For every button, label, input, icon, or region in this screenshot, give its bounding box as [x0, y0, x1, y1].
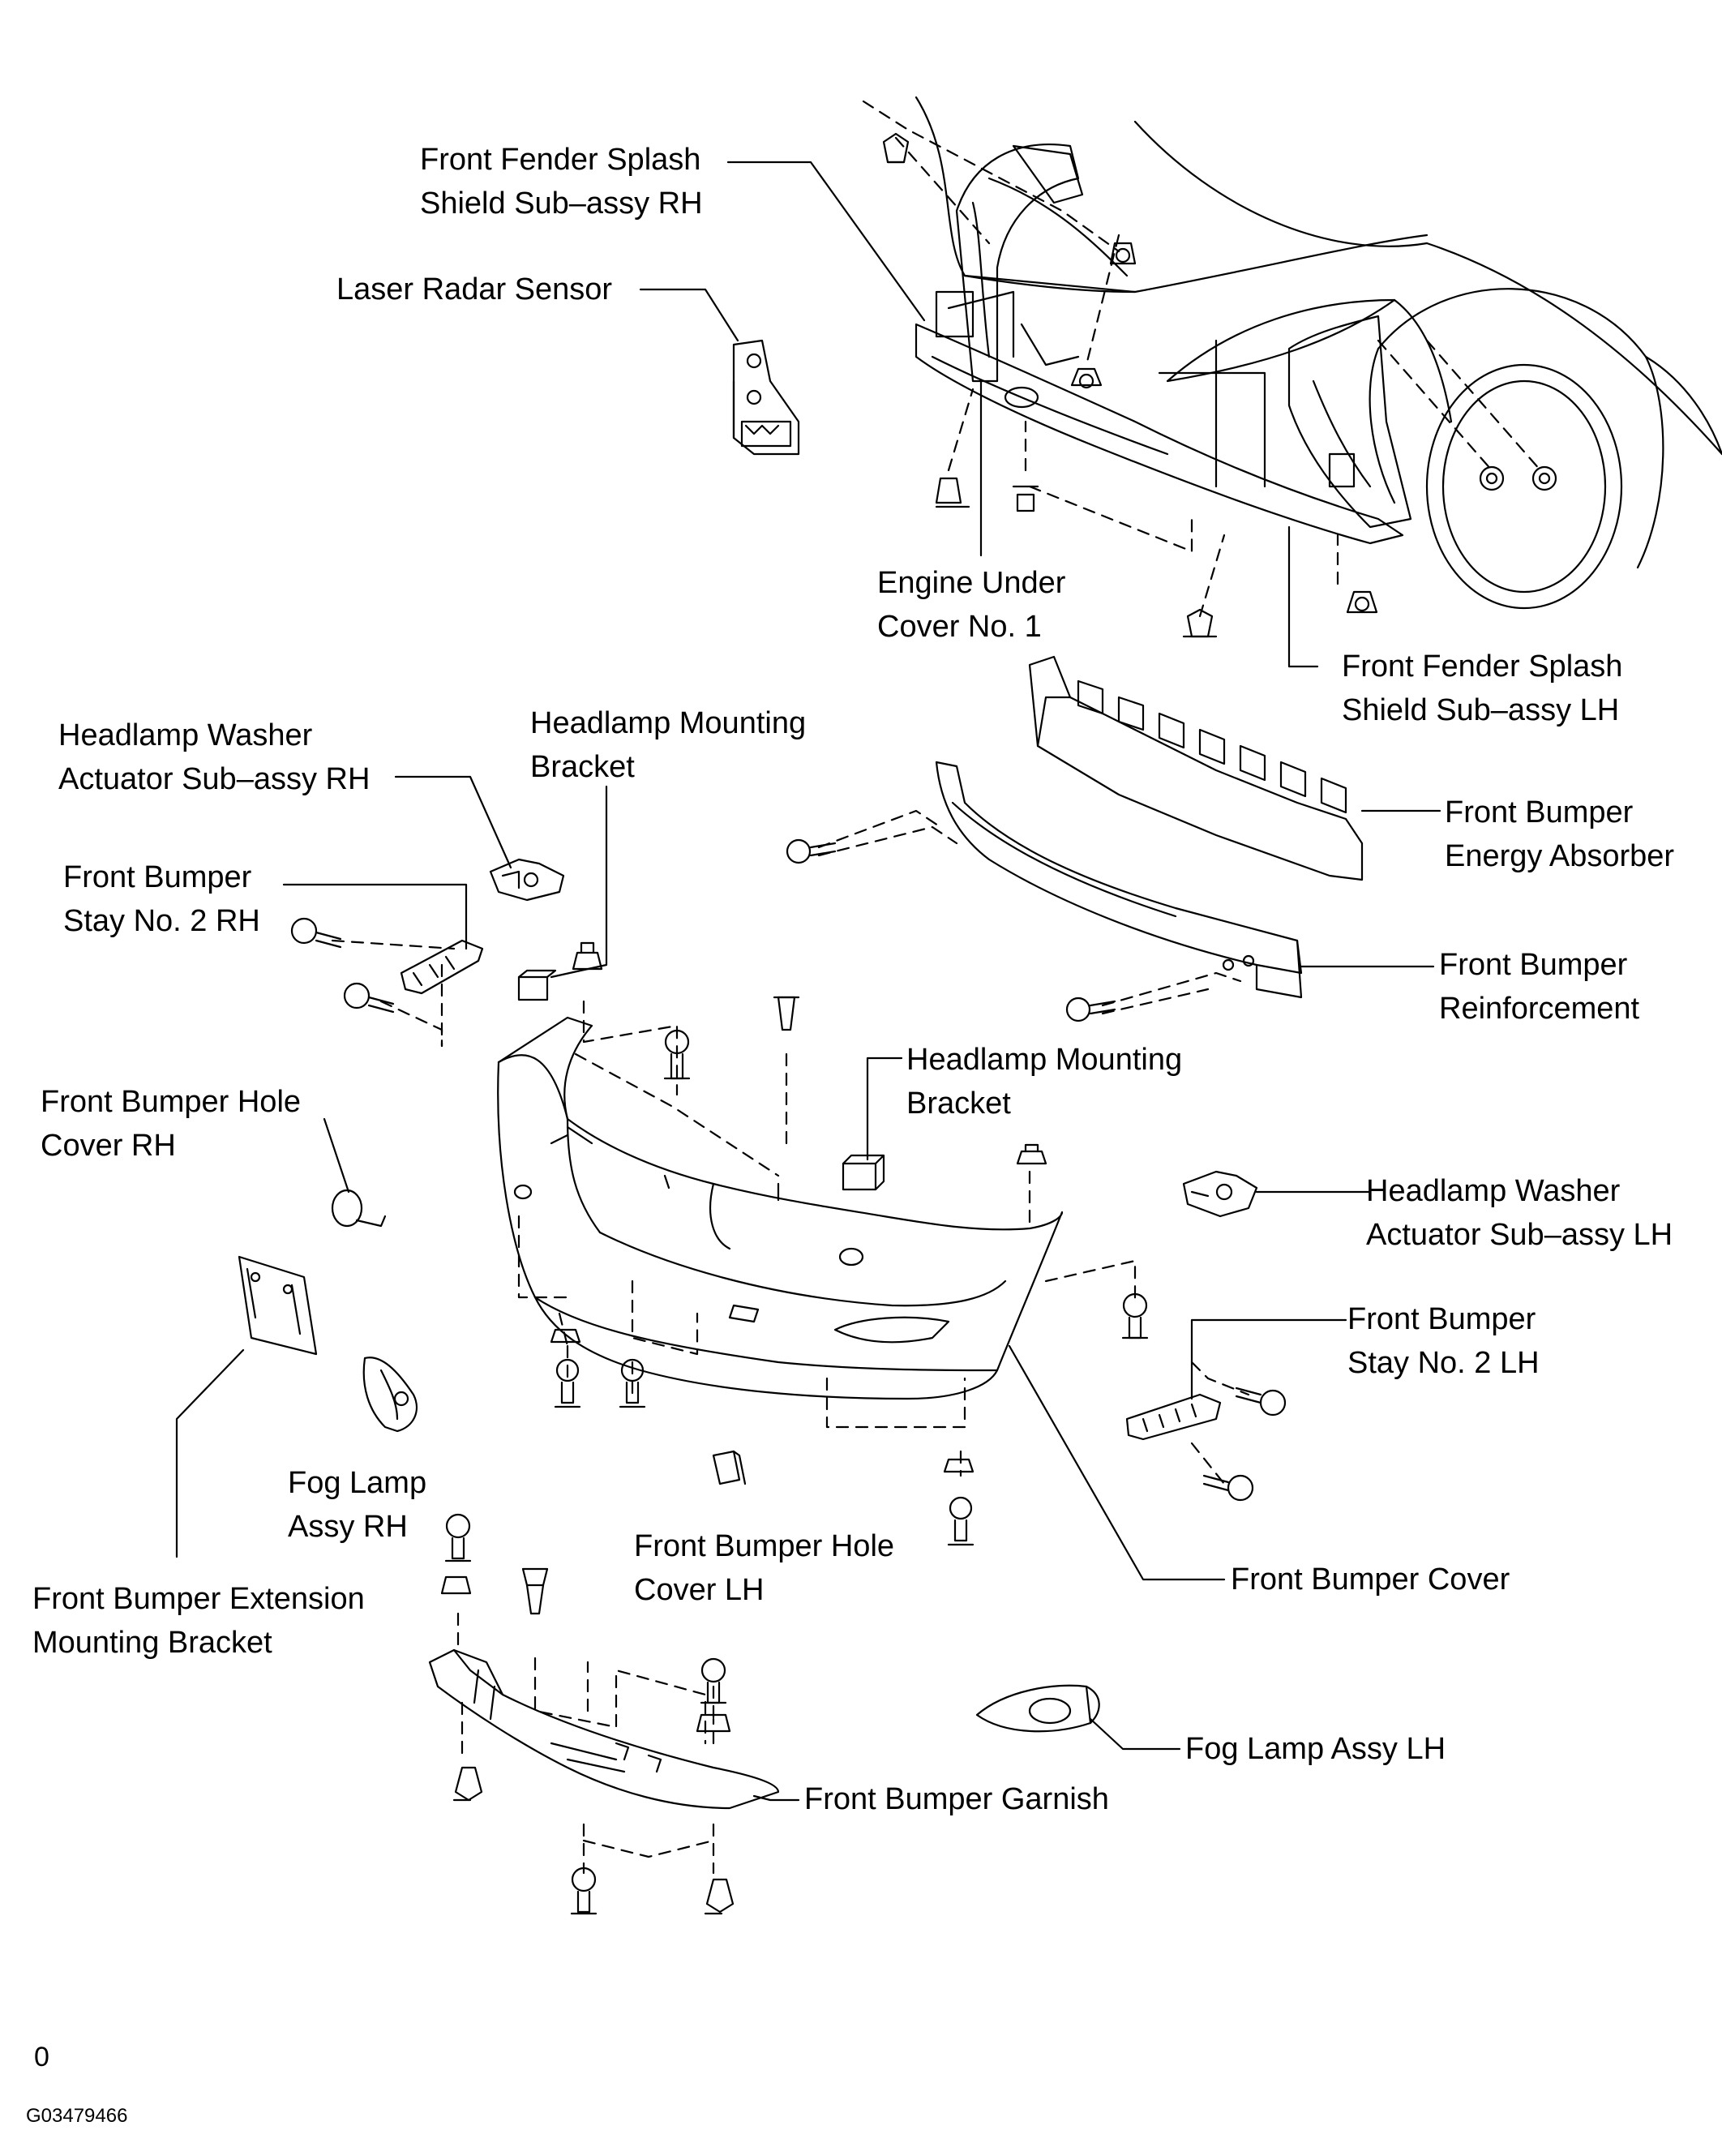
stay-lh-dashed-lines — [1192, 1362, 1249, 1484]
label-front-fender-splash-shield-rh: Front Fender Splash Shield Sub–assy RH — [420, 143, 703, 221]
reinforcement-bolts — [787, 840, 1115, 1021]
fog-lamp-assy-lh-shape — [977, 1686, 1099, 1731]
engine-under-cover-no1-shape — [916, 324, 1403, 543]
label-laser-radar-sensor: Laser Radar Sensor — [336, 272, 613, 306]
label-front-bumper-stay-no2-rh: Front Bumper Stay No. 2 RH — [63, 860, 260, 938]
front-bumper-cover-shape — [498, 1018, 1062, 1399]
front-bumper-energy-absorber-shape — [1030, 657, 1362, 880]
label-front-bumper-hole-cover-lh: Front Bumper Hole Cover LH — [634, 1529, 895, 1607]
stay-lh-bolts — [1204, 1388, 1285, 1500]
headlamp-washer-actuator-rh-shape — [490, 859, 563, 900]
front-fender-splash-shield-lh-shape — [1289, 316, 1411, 527]
stay-rh-dashed-lines — [332, 941, 454, 1046]
label-fog-lamp-assy-rh: Fog Lamp Assy RH — [288, 1466, 427, 1544]
label-front-bumper-cover: Front Bumper Cover — [1231, 1562, 1510, 1597]
front-bumper-stay-no2-lh-shape — [1127, 1395, 1220, 1439]
label-front-bumper-garnish: Front Bumper Garnish — [804, 1782, 1109, 1816]
top-assembly-dashed-lines — [863, 101, 1540, 616]
label-front-bumper-reinforcement: Front Bumper Reinforcement — [1439, 948, 1640, 1026]
front-bumper-hole-cover-rh-shape — [332, 1190, 385, 1226]
footer-mark: 0 — [34, 2042, 49, 2072]
label-headlamp-mounting-bracket-mid: Headlamp Mounting Bracket — [906, 1043, 1183, 1121]
label-front-bumper-energy-absorber: Front Bumper Energy Absorber — [1445, 795, 1675, 873]
laser-radar-sensor-shape — [734, 341, 799, 454]
figure-code: G03479466 — [26, 2105, 128, 2127]
headlamp-washer-actuator-lh-shape — [1184, 1172, 1257, 1216]
front-bumper-extension-mounting-bracket-shape — [239, 1257, 316, 1354]
garnish-clips-and-bolts — [442, 1515, 733, 1914]
label-headlamp-mounting-bracket-top: Headlamp Mounting Bracket — [530, 706, 807, 784]
label-fog-lamp-assy-lh: Fog Lamp Assy LH — [1185, 1732, 1446, 1766]
headlamp-mounting-bracket-mid-shape — [843, 1155, 884, 1189]
headlamp-mounting-bracket-top-shape — [519, 943, 602, 1000]
vehicle-body-outline — [916, 97, 1722, 608]
label-front-bumper-hole-cover-rh: Front Bumper Hole Cover RH — [41, 1085, 302, 1163]
garnish-dashed-lines — [458, 1614, 713, 1873]
label-headlamp-washer-actuator-lh: Headlamp Washer Actuator Sub–assy LH — [1366, 1174, 1673, 1252]
reinforcement-dashed-lines — [819, 811, 1240, 1014]
label-front-bumper-extension-mounting-bracket: Front Bumper Extension Mounting Bracket — [32, 1582, 365, 1660]
front-bumper-stay-no2-rh-shape — [401, 941, 482, 993]
bumper-cover-clips-and-bolts — [551, 997, 1147, 1545]
bumper-cover-dashed-lines — [519, 1001, 1135, 1476]
front-bumper-hole-cover-lh-shape — [713, 1451, 745, 1484]
top-assembly-clips — [884, 134, 1556, 637]
stay-rh-bolts — [292, 919, 393, 1012]
fog-lamp-assy-rh-shape — [364, 1357, 417, 1431]
label-headlamp-washer-actuator-rh: Headlamp Washer Actuator Sub–assy RH — [58, 718, 371, 796]
label-front-bumper-stay-no2-lh: Front Bumper Stay No. 2 LH — [1347, 1302, 1540, 1380]
label-leader-lines — [177, 162, 1440, 1800]
label-engine-under-cover-no1: Engine Under Cover No. 1 — [877, 566, 1066, 644]
front-bumper-reinforcement-shape — [936, 762, 1301, 997]
label-front-fender-splash-shield-lh: Front Fender Splash Shield Sub–assy LH — [1342, 649, 1623, 727]
front-bumper-garnish-shape — [430, 1650, 778, 1808]
